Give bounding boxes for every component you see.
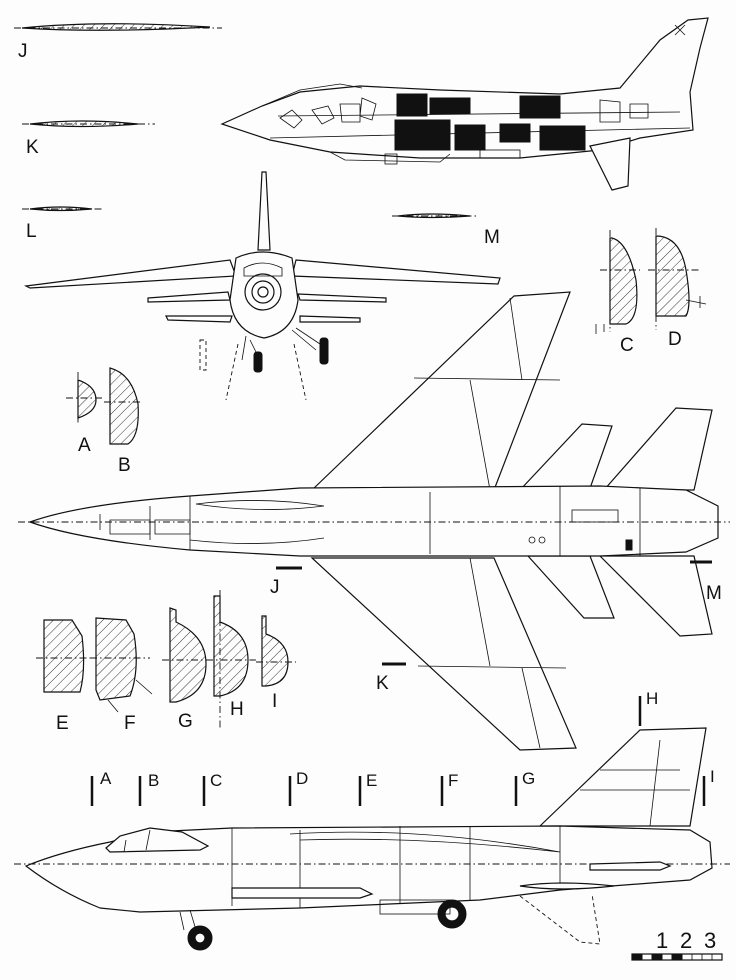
front-view bbox=[23, 171, 501, 401]
label-section-d: D bbox=[668, 329, 682, 350]
plan-view bbox=[18, 291, 730, 751]
station-marker-a: A bbox=[100, 769, 112, 788]
station-marker-b: B bbox=[148, 771, 160, 790]
side-view bbox=[14, 696, 730, 951]
label-section-c: C bbox=[620, 335, 634, 356]
station-marker-e: E bbox=[366, 771, 378, 790]
station-marker-h: H bbox=[646, 689, 659, 708]
section-c bbox=[595, 230, 640, 334]
section-h bbox=[206, 590, 256, 730]
section-e bbox=[36, 619, 94, 693]
label-section-g: G bbox=[178, 711, 193, 732]
section-f bbox=[90, 617, 153, 713]
station-marker-d: D bbox=[296, 769, 309, 788]
scale-label-2: 2 bbox=[680, 928, 693, 953]
label-cut-k: K bbox=[376, 673, 389, 694]
label-cut-j: J bbox=[270, 577, 280, 598]
station-marker-f: F bbox=[448, 771, 459, 790]
label-section-h: H bbox=[230, 699, 244, 720]
airfoil-section-k bbox=[22, 120, 155, 128]
section-i bbox=[256, 615, 296, 687]
label-section-k: K bbox=[26, 137, 39, 158]
section-a bbox=[66, 372, 102, 424]
label-cut-m: M bbox=[706, 583, 722, 604]
label-section-m: M bbox=[484, 227, 500, 248]
airfoil-section-m bbox=[392, 213, 478, 219]
section-d bbox=[648, 228, 707, 330]
label-section-i: I bbox=[272, 691, 278, 712]
label-section-j: J bbox=[18, 41, 28, 62]
label-section-f: F bbox=[124, 713, 136, 734]
label-section-e: E bbox=[56, 713, 69, 734]
scale-bar bbox=[631, 953, 723, 961]
scale-label-1: 1 bbox=[656, 928, 669, 953]
station-marker-g: G bbox=[522, 769, 536, 788]
section-b bbox=[104, 367, 142, 445]
label-section-b: B bbox=[118, 455, 131, 476]
station-marker-i: I bbox=[710, 767, 715, 786]
section-g bbox=[162, 607, 214, 703]
airfoil-section-l bbox=[22, 206, 104, 212]
airfoil-section-j bbox=[14, 23, 222, 31]
label-section-a: A bbox=[78, 435, 91, 456]
station-marker-c: C bbox=[210, 771, 223, 790]
scale-label-3: 3 bbox=[704, 928, 717, 953]
cutaway-side-view bbox=[220, 17, 709, 191]
label-section-l: L bbox=[26, 221, 37, 242]
